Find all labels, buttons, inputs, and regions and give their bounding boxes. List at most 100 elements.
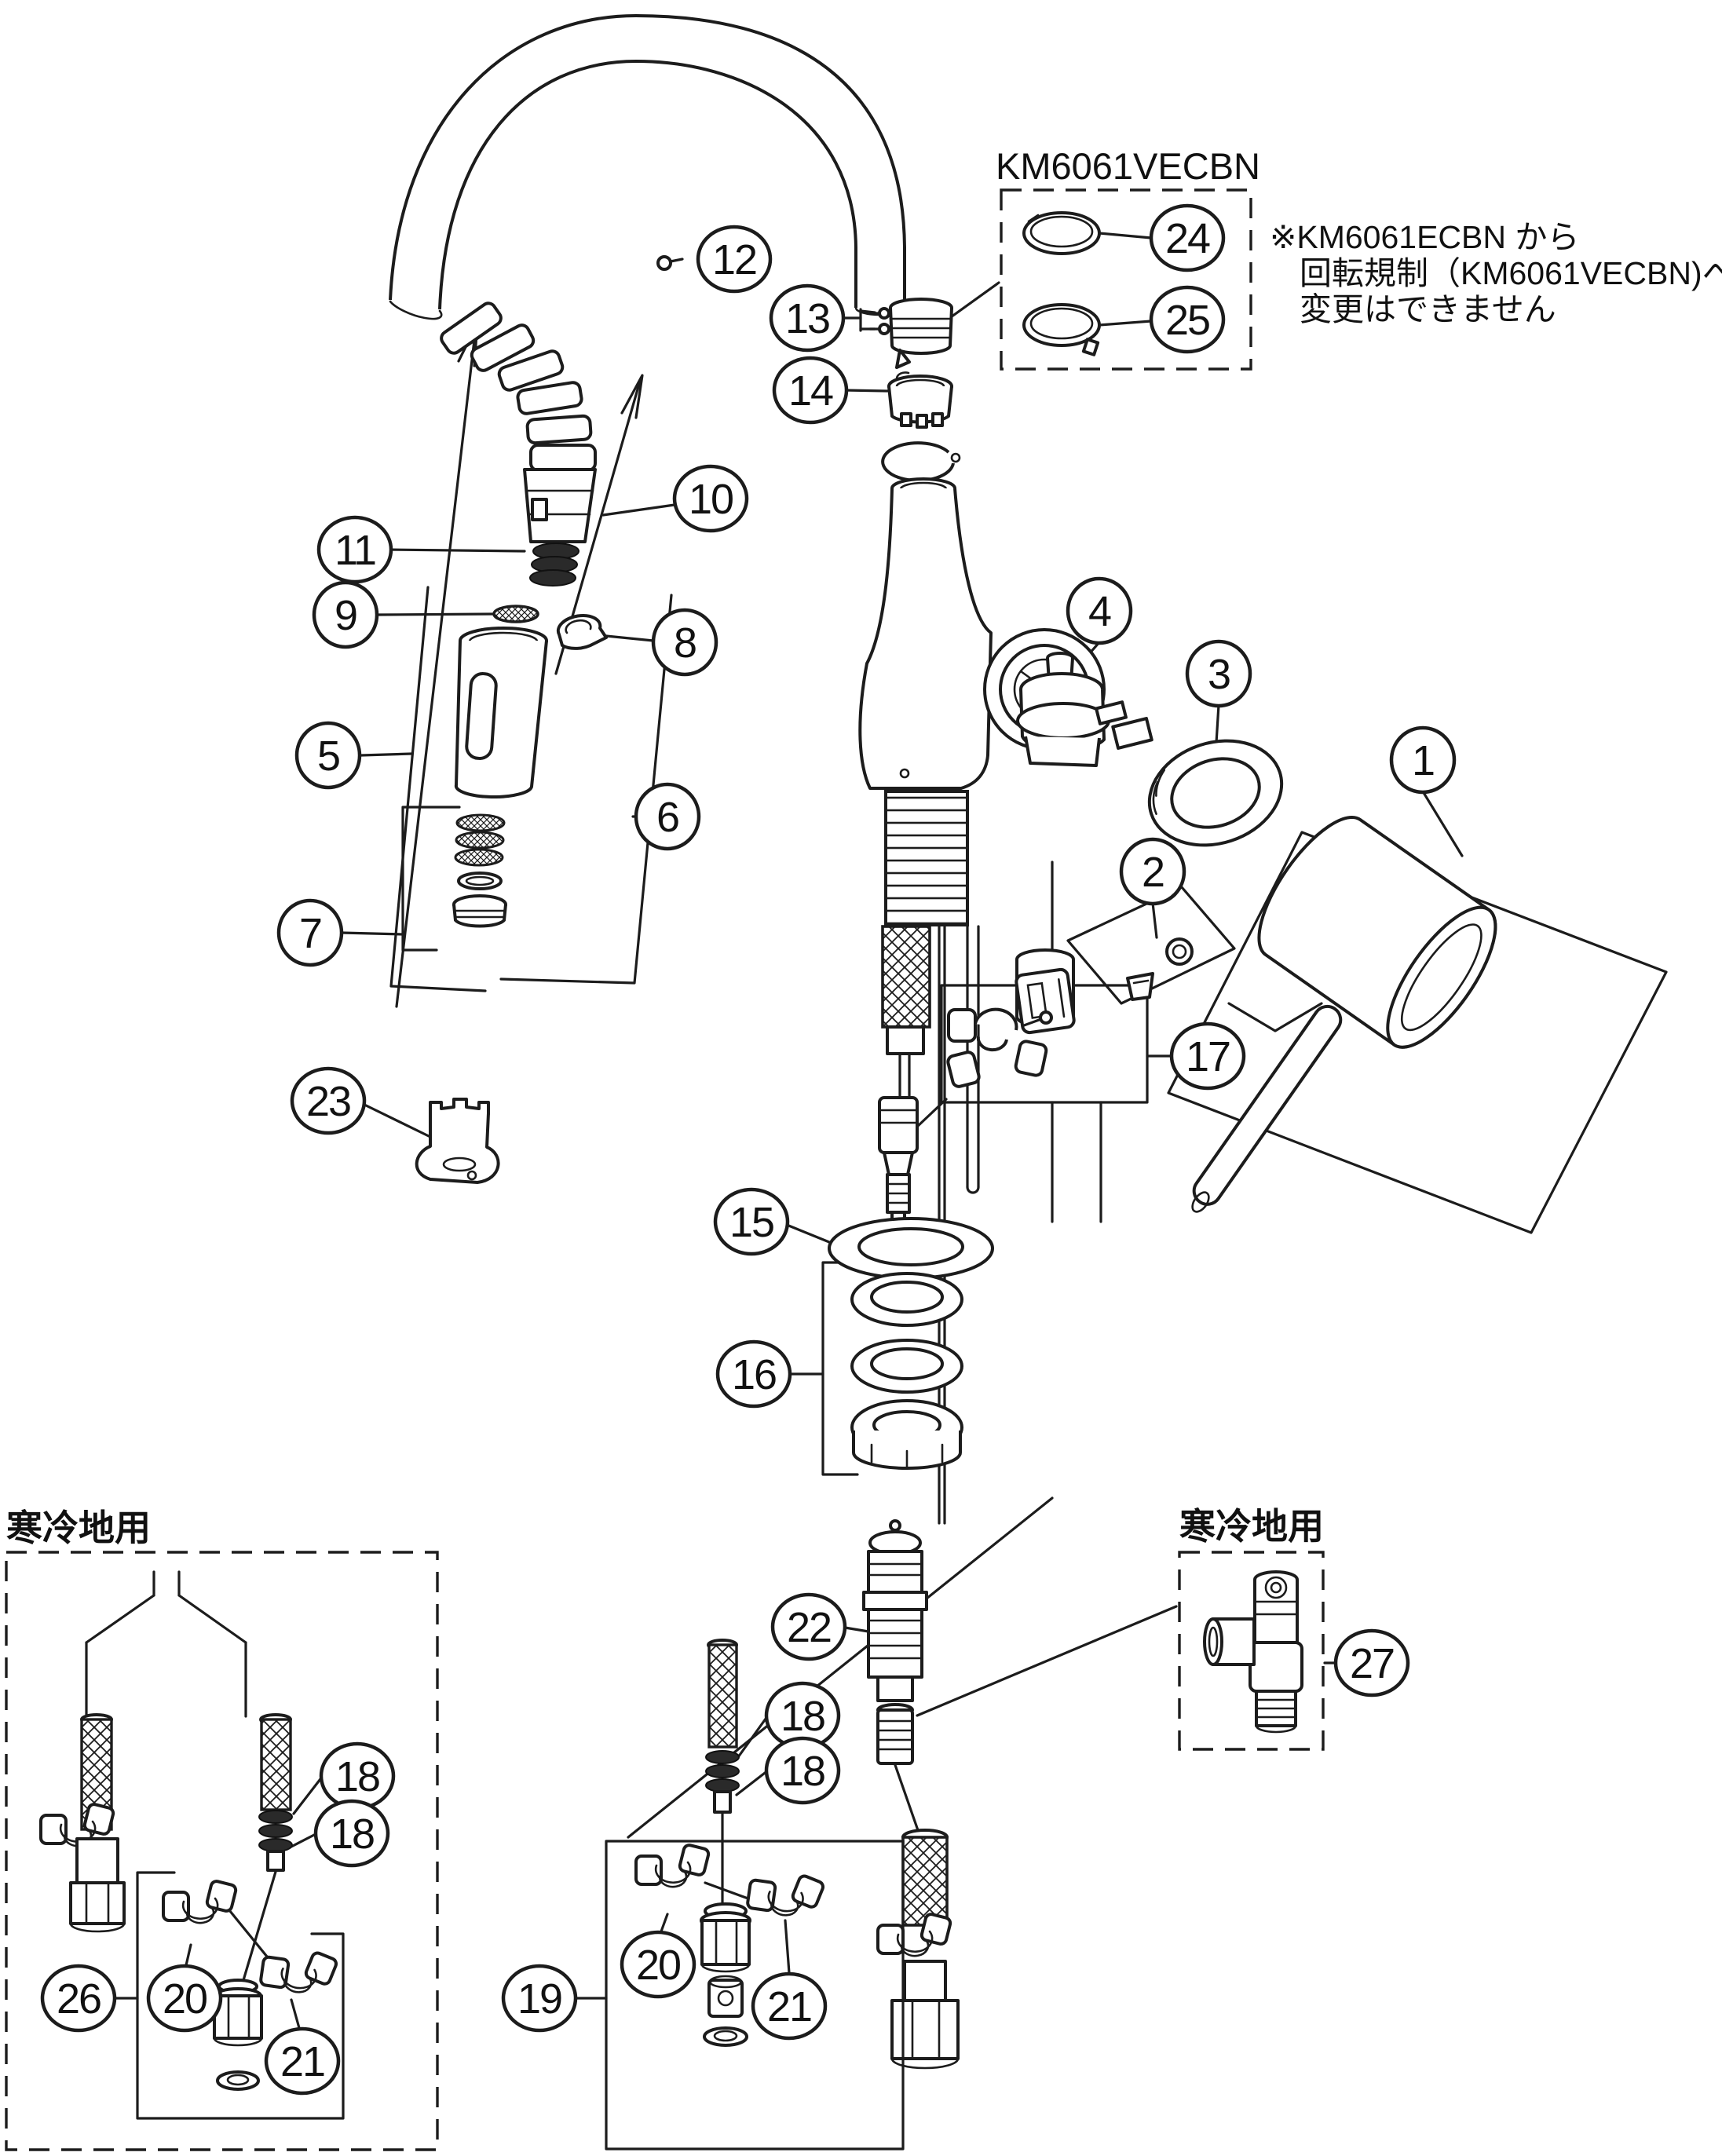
svg-text:9: 9 [335, 592, 356, 639]
cold-region-left-parts [39, 1570, 345, 2120]
base-flange-15 [828, 1217, 994, 1280]
nut-stack-centre [700, 1902, 751, 2047]
svg-text:20: 20 [163, 1975, 207, 2023]
supply-hose-centre [705, 1639, 740, 1814]
callout-6: 6 [634, 782, 701, 851]
callout-23: 23 [290, 1066, 367, 1135]
callout-11: 11 [316, 515, 393, 584]
note-line-1: ※KM6061ECBN から [1270, 219, 1579, 255]
svg-text:19: 19 [517, 1975, 561, 2023]
callout-5: 5 [294, 721, 362, 790]
callout-15: 15 [713, 1187, 790, 1256]
quick-adapter [876, 1703, 914, 1765]
sprayer-mesh-filter [492, 605, 539, 623]
callout-18: 18 [319, 1741, 396, 1811]
svg-text:8: 8 [674, 619, 696, 667]
svg-text:21: 21 [280, 2038, 324, 2085]
svg-text:12: 12 [712, 236, 756, 283]
svg-text:23: 23 [306, 1078, 350, 1125]
svg-text:3: 3 [1208, 651, 1230, 698]
callout-3: 3 [1185, 639, 1252, 708]
cold-region-box-left [5, 1551, 439, 2151]
svg-text:18: 18 [781, 1693, 824, 1740]
callout-14: 14 [772, 356, 849, 425]
aerator-stack [452, 813, 507, 928]
pipe-clip-21-left [258, 1942, 341, 1999]
callout-10: 10 [672, 464, 749, 533]
svg-text:1: 1 [1412, 737, 1434, 784]
callout-17: 17 [1169, 1021, 1246, 1091]
svg-text:6: 6 [656, 794, 678, 841]
spout-tube [389, 14, 906, 320]
callout-7: 7 [276, 898, 344, 967]
callout-21: 21 [264, 2026, 341, 2096]
callout-25: 25 [1149, 285, 1226, 354]
retainer-clip-8 [556, 614, 608, 650]
handle-screws-2 [1126, 937, 1194, 1001]
model-title: KM6061VECBN [996, 145, 1260, 187]
cartridge-4 [1016, 652, 1153, 767]
svg-text:18: 18 [335, 1753, 379, 1800]
connector-o-rings [529, 543, 579, 587]
svg-text:15: 15 [729, 1199, 773, 1246]
group-bracket-5 [389, 586, 487, 992]
svg-text:24: 24 [1165, 215, 1210, 262]
svg-text:26: 26 [57, 1975, 101, 2023]
callout-20: 20 [146, 1964, 223, 2033]
group-outline-2 [1066, 886, 1236, 1005]
hose-holder-17 [1015, 948, 1076, 1035]
cap-ring-3 [1147, 739, 1284, 847]
svg-text:2: 2 [1142, 849, 1164, 896]
cold-region-label-right: 寒冷地用 [1179, 1506, 1324, 1547]
svg-text:22: 22 [787, 1604, 831, 1651]
cold-region-valve-27 [1203, 1570, 1303, 1734]
callout-18: 18 [313, 1799, 390, 1868]
group-outline-1 [1167, 831, 1668, 1234]
svg-text:20: 20 [636, 1942, 680, 1989]
callout-2: 2 [1119, 837, 1186, 906]
svg-text:13: 13 [785, 295, 829, 342]
callout-13: 13 [769, 283, 846, 353]
callout-21: 21 [751, 1971, 828, 2041]
pipe-clip-20-centre [634, 1842, 711, 1889]
svg-text:10: 10 [689, 476, 733, 523]
callout-1: 1 [1389, 725, 1457, 795]
callout-16: 16 [715, 1339, 792, 1409]
hose-end-connector-13 [868, 298, 953, 369]
group-bracket-7 [401, 806, 461, 952]
callout-27: 27 [1333, 1628, 1410, 1697]
handle-cap [1257, 815, 1497, 1049]
svg-text:25: 25 [1165, 297, 1209, 344]
callout-9: 9 [312, 580, 379, 649]
sprayer-shell [454, 627, 548, 799]
sprayer-holder-23 [415, 1098, 500, 1184]
rotation-ring-25 [1022, 303, 1101, 356]
pipe-clip-17 [946, 1007, 1053, 1088]
group-bracket-6 [499, 594, 673, 985]
group-box-26 [136, 1871, 345, 2120]
pullout-hose-couplings [440, 301, 597, 472]
callout-18: 18 [764, 1736, 841, 1805]
sprayer-quick-connector [523, 468, 597, 543]
svg-text:18: 18 [330, 1811, 374, 1858]
group-box-19 [605, 1840, 905, 2151]
svg-text:18: 18 [781, 1748, 824, 1795]
snap-ring [881, 441, 961, 483]
callout-20: 20 [620, 1930, 696, 1999]
svg-text:14: 14 [788, 367, 833, 415]
supply-hose-right [876, 1829, 960, 2070]
callout-26: 26 [40, 1964, 117, 2033]
svg-text:27: 27 [1350, 1640, 1394, 1687]
seal-rings-16 [850, 1272, 963, 1470]
note-line-2: 回転規制（KM6061VECBN)への [1300, 255, 1722, 291]
svg-text:5: 5 [317, 733, 339, 780]
svg-text:16: 16 [732, 1351, 776, 1398]
callout-8: 8 [651, 608, 718, 677]
check-valve-22 [862, 1519, 928, 1702]
rotation-ring-24 [1022, 211, 1101, 255]
callout-22: 22 [770, 1592, 847, 1661]
cold-region-box-right [1178, 1551, 1325, 1751]
